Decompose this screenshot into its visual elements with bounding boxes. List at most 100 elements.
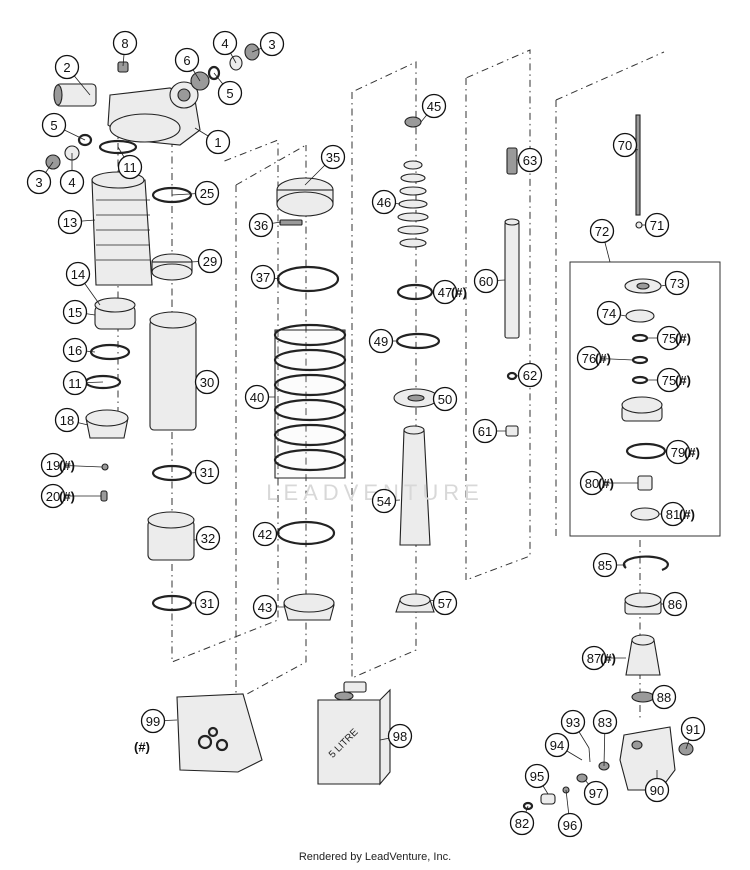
callout-circle <box>26 169 52 195</box>
callout-circle <box>65 261 91 287</box>
callout-98: 98 <box>387 723 413 749</box>
callout-circle <box>117 154 143 180</box>
callout-number: 83 <box>598 715 612 730</box>
callout-number: 87 <box>587 651 601 666</box>
callout-number: 90 <box>650 783 664 798</box>
callout-number: 29 <box>203 254 217 269</box>
callout-number: 35 <box>326 150 340 165</box>
callout-number: 63 <box>523 153 537 168</box>
callout-72: 72 <box>589 218 615 244</box>
part-valve-20 <box>100 490 108 502</box>
callout-86: 86 <box>662 591 688 617</box>
part-ring-37 <box>276 265 340 293</box>
callout-hash-mark: (#) <box>675 331 691 346</box>
callout-45: 45 <box>421 93 447 119</box>
callout-circle <box>248 212 274 238</box>
part-nut-35 <box>276 177 334 217</box>
part-oring-82 <box>522 801 534 811</box>
callout-number: 30 <box>200 375 214 390</box>
part-bushing-32 <box>147 511 195 561</box>
callout-number: 57 <box>438 596 452 611</box>
part-clip-85 <box>622 555 669 572</box>
callout-circle <box>517 147 543 173</box>
frame-bumper <box>351 61 417 679</box>
callout-circle <box>644 777 670 803</box>
callout-circle <box>194 369 220 395</box>
callout-circle <box>368 328 394 354</box>
part-washer-74 <box>625 309 655 323</box>
part-washer-5a <box>207 65 221 81</box>
callout-hash-mark: (#) <box>675 373 691 388</box>
part-top-eye-1 <box>107 81 201 146</box>
callout-hash-mark: (#) <box>595 351 611 366</box>
callout-number: 3 <box>35 175 42 190</box>
callout-number: 75 <box>662 373 676 388</box>
callout-75: 75(#) <box>656 367 691 393</box>
callout-number: 11 <box>123 160 137 175</box>
callout-75: 75(#) <box>656 325 691 351</box>
callout-5: 5 <box>41 112 67 138</box>
callout-circle <box>371 488 397 514</box>
callout-49: 49 <box>368 328 394 354</box>
callout-74: 74 <box>596 300 622 326</box>
callout-layer: 12334455681111131415161819(#)20(#)252930… <box>26 30 706 838</box>
callout-8: 8 <box>112 30 138 56</box>
callout-circle <box>54 54 80 80</box>
callout-number: 94 <box>550 738 564 753</box>
callout-15: 15 <box>62 299 88 325</box>
callout-number: 46 <box>377 195 391 210</box>
callout-35: 35 <box>320 144 346 170</box>
callout-number: 71 <box>650 218 664 233</box>
callout-57: 57 <box>432 590 458 616</box>
part-oring-16 <box>89 343 131 361</box>
callout-number: 70 <box>618 138 632 153</box>
callout-number: 86 <box>668 597 682 612</box>
callout-hash-mark: (#) <box>59 458 75 473</box>
callout-number: 8 <box>121 36 128 51</box>
part-bearing-49 <box>393 388 439 408</box>
callout-circle <box>252 521 278 547</box>
callout-number: 61 <box>478 424 492 439</box>
callout-number: 3 <box>268 37 275 52</box>
callout-94: 94 <box>544 732 570 758</box>
callout-83: 83 <box>592 709 618 735</box>
callout-62: 62 <box>517 362 543 388</box>
callout-number: 74 <box>602 306 616 321</box>
part-nut-45 <box>404 116 422 128</box>
part-bushing-80 <box>637 475 653 491</box>
callout-3: 3 <box>259 31 285 57</box>
callout-40: 40 <box>244 384 270 410</box>
callout-circle <box>596 300 622 326</box>
callout-number: 45 <box>427 99 441 114</box>
callout-circle <box>195 525 221 551</box>
callout-93: 93 <box>560 709 586 735</box>
part-rod-60 <box>504 218 520 339</box>
callout-5: 5 <box>217 80 243 106</box>
callout-81: 81(#) <box>660 501 695 527</box>
frame-piston <box>555 51 665 540</box>
callout-number: 6 <box>183 53 190 68</box>
callout-number: 32 <box>201 531 215 546</box>
callout-number: 49 <box>374 334 388 349</box>
callout-circle <box>432 279 458 305</box>
part-cap-18 <box>85 409 129 439</box>
callout-circle <box>592 709 618 735</box>
callout-11: 11 <box>62 370 88 396</box>
callout-number: 73 <box>670 276 684 291</box>
callout-42: 42 <box>252 521 278 547</box>
part-oring-25 <box>151 186 193 204</box>
callout-19: 19(#) <box>40 452 75 478</box>
callout-circle <box>112 30 138 56</box>
callout-circle <box>54 407 80 433</box>
callout-54: 54 <box>371 488 397 514</box>
callout-circle <box>252 594 278 620</box>
kit-72-box <box>569 261 721 537</box>
callout-hash-mark: (#) <box>679 507 695 522</box>
callout-circle <box>592 552 618 578</box>
callout-circle <box>680 716 706 742</box>
callout-circle <box>174 47 200 73</box>
callout-circle <box>432 386 458 412</box>
part-seal-kit-99 <box>176 693 263 773</box>
part-stack-50 <box>397 160 429 248</box>
